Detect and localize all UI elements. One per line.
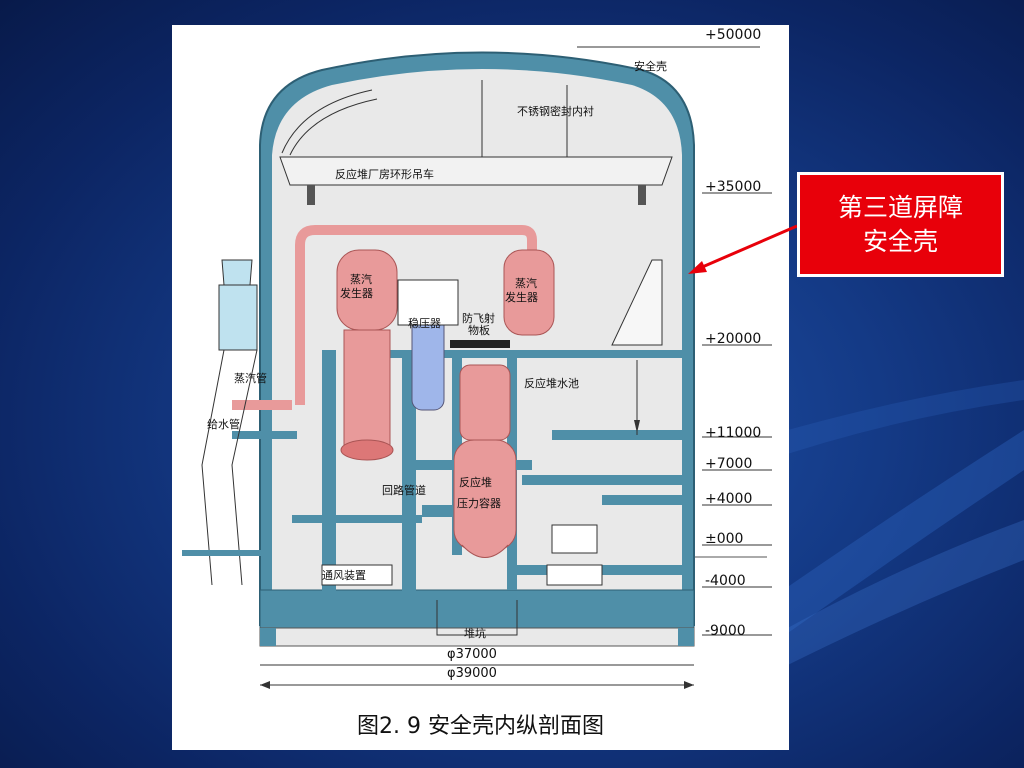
elevation-50000: +50000 <box>705 27 761 43</box>
label-containment: 安全壳 <box>634 59 667 73</box>
elevation-11000: +11000 <box>705 425 761 441</box>
label-sg-left-1: 蒸汽 <box>350 272 372 286</box>
label-cavity: 堆坑 <box>464 626 486 640</box>
label-pressurizer: 稳压器 <box>408 316 441 330</box>
elevation-35000: +35000 <box>705 179 761 195</box>
label-dia-outer: φ39000 <box>447 666 497 681</box>
label-loop-pipe: 回路管道 <box>382 483 426 497</box>
elevation-20000: +20000 <box>705 331 761 347</box>
label-feed-pipe: 给水管 <box>207 417 240 431</box>
elevation-4000: +4000 <box>705 491 752 507</box>
elevation-000: ±000 <box>705 531 743 547</box>
label-sg-left-2: 发生器 <box>340 286 373 300</box>
label-crane: 反应堆厂房环形吊车 <box>335 167 434 181</box>
label-rpv-1: 反应堆 <box>459 475 492 489</box>
label-liner: 不锈钢密封内衬 <box>517 104 594 118</box>
callout-box: 第三道屏障 安全壳 <box>797 172 1004 277</box>
label-sg-right-1: 蒸汽 <box>515 276 537 290</box>
label-pool: 反应堆水池 <box>524 376 579 390</box>
elevation-minus-4000: -4000 <box>705 573 746 589</box>
elevation-minus-9000: -9000 <box>705 623 746 639</box>
containment-section-diagram: 安全壳 不锈钢密封内衬 反应堆厂房环形吊车 蒸汽 发生器 蒸汽 发生器 稳压器 … <box>182 27 772 689</box>
elevation-7000: +7000 <box>705 456 752 472</box>
label-sg-right-2: 发生器 <box>505 290 538 304</box>
callout-line-2: 安全壳 <box>862 226 938 256</box>
label-dia-inner: φ37000 <box>447 647 497 662</box>
label-steam-pipe: 蒸汽管 <box>234 371 267 385</box>
figure-panel: 安全壳 不锈钢密封内衬 反应堆厂房环形吊车 蒸汽 发生器 蒸汽 发生器 稳压器 … <box>172 25 789 750</box>
callout-line-1: 第三道屏障 <box>837 192 963 222</box>
label-missile-shield-2: 物板 <box>468 323 490 337</box>
label-rpv-2: 压力容器 <box>457 496 501 510</box>
label-missile-shield-1: 防飞射 <box>462 311 495 325</box>
label-ventilation: 通风装置 <box>322 569 366 582</box>
figure-caption: 图2. 9 安全壳内纵剖面图 <box>357 714 604 739</box>
